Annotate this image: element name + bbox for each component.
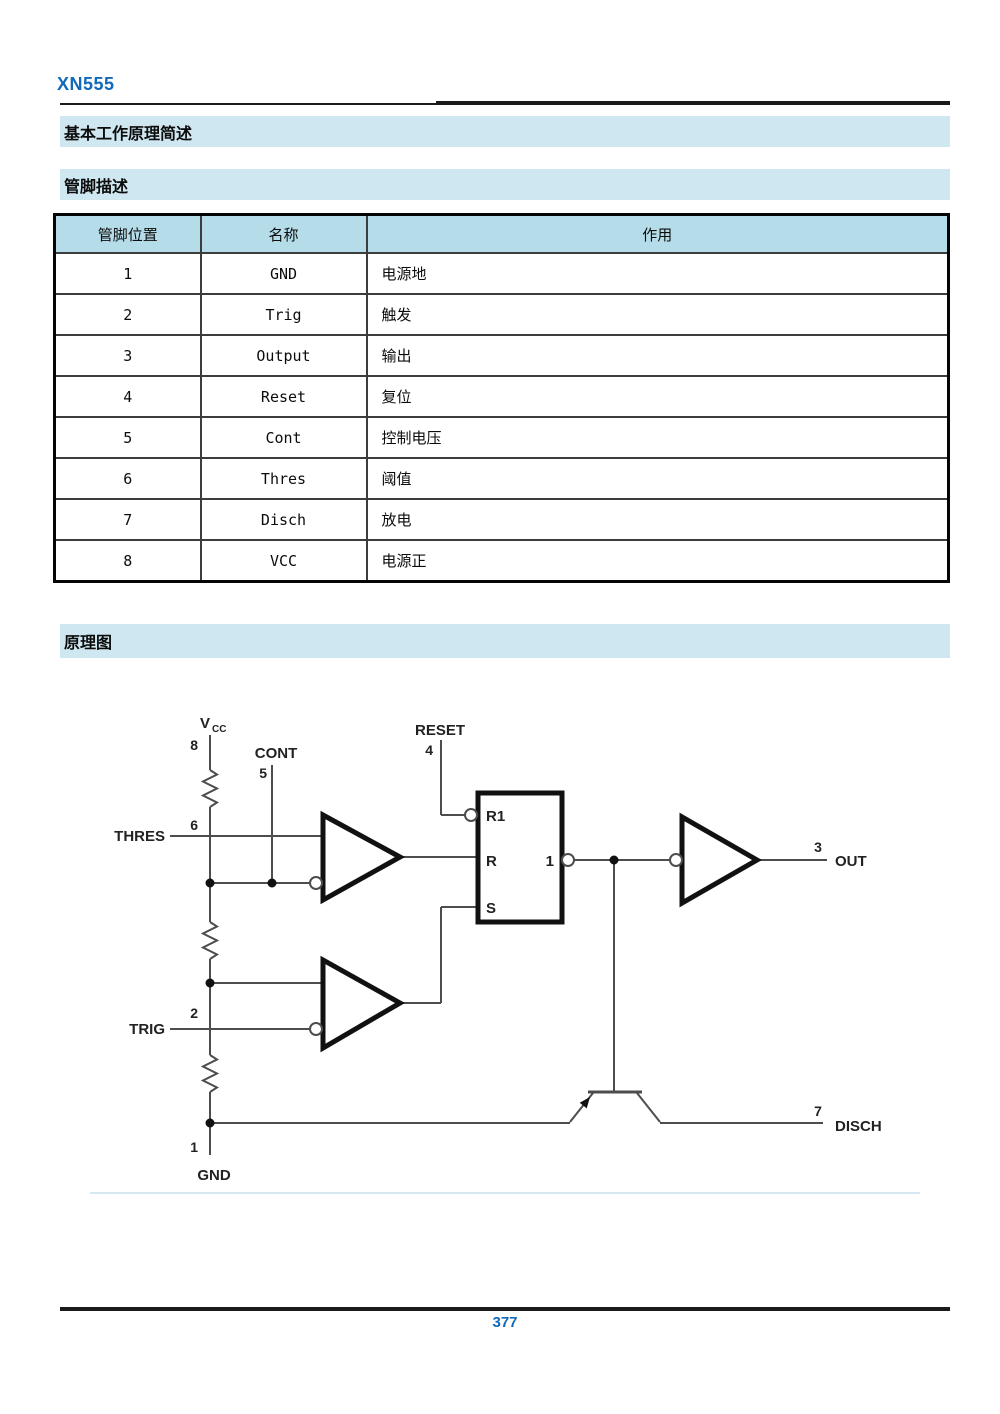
pin-position: 1 [53, 252, 202, 295]
latch-s-label: S [486, 900, 496, 917]
section-header-principle-label: 基本工作原理简述 [64, 125, 193, 143]
pin-name: Output [199, 334, 368, 377]
page-title: XN555 [57, 74, 115, 94]
discharge-transistor [569, 1090, 661, 1123]
output-buffer [679, 812, 763, 908]
section-header-schematic-label: 原理图 [64, 635, 113, 652]
pin-name: GND [199, 252, 368, 295]
section-header-schematic: 原理图 [60, 624, 950, 658]
pin-name: Disch [199, 498, 368, 541]
gnd-label: GND [197, 1167, 231, 1184]
pin-position: 8 [53, 539, 202, 583]
pin-number-4: 4 [425, 742, 433, 758]
emitter-arrow [579, 1097, 590, 1109]
block-diagram-schematic: V CC 8 CONT 5 6 THRES RESET 4 R1 R S 1 3… [114, 715, 882, 1184]
pin-function: 控制电压 [365, 416, 950, 459]
footer-rule [60, 1307, 950, 1311]
latch-output-label: 1 [546, 853, 554, 870]
pin-function: 电源地 [365, 252, 950, 295]
pin-number-7: 7 [814, 1103, 822, 1119]
pin-function: 触发 [365, 293, 950, 336]
col-header-name: 名称 [199, 213, 368, 254]
header-rule-thin [60, 103, 438, 105]
junction-dots [205, 855, 619, 1128]
table-row: 5 Cont 控制电压 [53, 416, 950, 459]
comparator-upper-input-bubble [309, 876, 323, 890]
page-number: 377 [492, 1314, 518, 1331]
resistor-upper [200, 769, 220, 808]
pin-number-8: 8 [190, 737, 198, 753]
latch-reset-input-bubble [464, 808, 478, 822]
table-row: 7 Disch 放电 [53, 498, 950, 541]
header-rule-thick [436, 101, 950, 105]
pin-function: 放电 [365, 498, 950, 541]
latch-output-bubble [561, 853, 575, 867]
schematic-bottom-divider [90, 1192, 920, 1194]
pin-number-1: 1 [190, 1139, 198, 1155]
table-row: 3 Output 输出 [53, 334, 950, 377]
wires [170, 735, 827, 1155]
out-label: OUT [835, 853, 867, 870]
comparator-upper [320, 810, 406, 905]
pin-name: Trig [199, 293, 368, 336]
pin-number-6: 6 [190, 817, 198, 833]
inverter-bubbles [309, 808, 683, 1036]
pin-position: 5 [53, 416, 202, 459]
thres-label: THRES [114, 828, 165, 845]
table-row: 4 Reset 复位 [53, 375, 950, 418]
table-row: 1 GND 电源地 [53, 252, 950, 295]
col-header-position: 管脚位置 [53, 213, 202, 254]
table-row: 6 Thres 阈值 [53, 457, 950, 500]
latch-r1-label: R1 [486, 808, 505, 825]
table-row: 8 VCC 电源正 [53, 539, 950, 583]
pin-name: Cont [199, 416, 368, 459]
vcc-subscript: CC [212, 724, 226, 735]
pin-number-5: 5 [259, 765, 267, 781]
buffer-input-bubble [669, 853, 683, 867]
pin-name: VCC [199, 539, 368, 583]
pin-position: 7 [53, 498, 202, 541]
cont-label: CONT [255, 745, 298, 762]
resistor-middle [200, 921, 220, 960]
pin-name: Thres [199, 457, 368, 500]
pin-position: 2 [53, 293, 202, 336]
latch-r-label: R [486, 853, 497, 870]
vcc-label: V [200, 715, 210, 732]
pin-position: 6 [53, 457, 202, 500]
comparator-lower-input-bubble [309, 1022, 323, 1036]
table-row: 2 Trig 触发 [53, 293, 950, 336]
col-header-function: 作用 [365, 213, 950, 254]
table-header-row: 管脚位置 名称 作用 [53, 213, 950, 254]
pin-function: 复位 [365, 375, 950, 418]
reset-label: RESET [415, 722, 465, 739]
pin-position: 4 [53, 375, 202, 418]
section-header-pins: 管脚描述 [60, 169, 950, 200]
comparator-lower [320, 955, 406, 1053]
pin-function: 阈值 [365, 457, 950, 500]
resistor-lower [200, 1054, 220, 1093]
trig-label: TRIG [129, 1021, 165, 1038]
section-header-pins-label: 管脚描述 [64, 178, 129, 196]
disch-label: DISCH [835, 1118, 882, 1135]
pin-description-table: 管脚位置 名称 作用 1 GND 电源地 2 Trig 触发 3 Output … [53, 213, 950, 583]
pin-function: 输出 [365, 334, 950, 377]
pin-name: Reset [199, 375, 368, 418]
pin-number-3: 3 [814, 839, 822, 855]
section-header-principle: 基本工作原理简述 [60, 116, 950, 147]
pin-number-2: 2 [190, 1005, 198, 1021]
pin-function: 电源正 [365, 539, 950, 583]
pin-position: 3 [53, 334, 202, 377]
